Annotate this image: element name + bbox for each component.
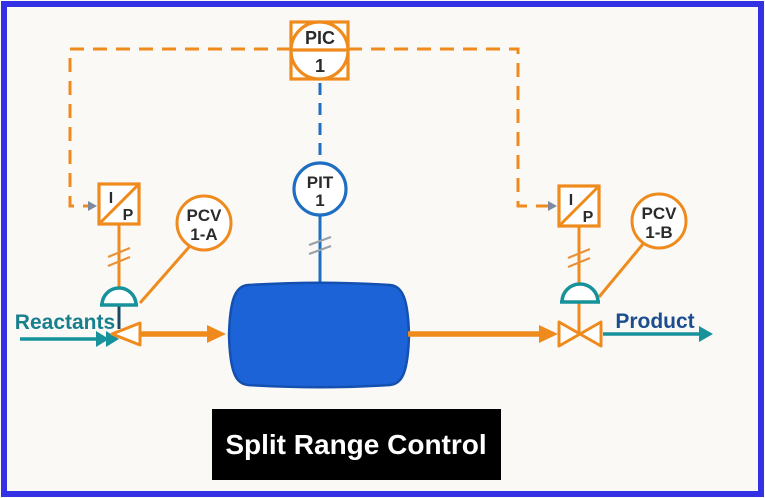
line-break-slash [107, 246, 131, 259]
pic-number-label: 1 [315, 56, 325, 76]
ip-left-letter-p: P [123, 207, 134, 224]
valveB-dome [560, 282, 600, 303]
flow-arrowhead [539, 325, 558, 343]
line-break-slash [308, 235, 332, 247]
arrowhead-into-ip-left [88, 201, 97, 211]
ip-right-letter-p: P [583, 209, 594, 226]
signal-line-pic-to-ip-left [68, 47, 291, 208]
ip-right-diagonal [557, 184, 601, 228]
signal-line-pic-to-ip-right [348, 47, 552, 208]
control-valve-A-body [110, 321, 142, 347]
ip-converter-left: I P [97, 182, 141, 226]
ip-left-letter-i: I [109, 190, 113, 207]
pcv-1a-line2: 1-A [190, 225, 217, 244]
valveA-dome [100, 286, 138, 306]
flow-arrowhead [207, 325, 226, 343]
outlet-arrowhead [699, 326, 713, 342]
valveB-dome-fill [562, 284, 598, 302]
pit-transmitter-symbol: PIT 1 [292, 161, 348, 217]
line-break-slash [308, 244, 332, 256]
pic-tag-label: PIC [305, 28, 335, 48]
pcv-1b-tag: PCV 1-B [630, 192, 688, 250]
inlet-stream-label: Reactants [15, 311, 115, 334]
pcv-1a-line1: PCV [187, 206, 223, 225]
line-break-slash [107, 255, 131, 268]
inlet-chevron-arrow [106, 331, 119, 347]
ip-left-diagonal [97, 182, 141, 226]
outlet-stream-label: Product [615, 310, 694, 333]
line-break-slash [567, 256, 591, 269]
pit-tag-label: PIT [307, 173, 334, 192]
pcv-1b-line1: PCV [642, 204, 678, 223]
leader-line-pcv-1b [597, 243, 645, 298]
diagram-title: Split Range Control [225, 429, 486, 460]
pic-controller-symbol: PIC 1 [289, 20, 350, 81]
pcv-1a-tag: PCV 1-A [175, 194, 233, 252]
pcv-1a-circle [175, 194, 233, 252]
ip-converter-right: I P [557, 184, 601, 228]
control-valve-B-body-right [578, 320, 603, 348]
inlet-chevron-arrow [96, 331, 109, 347]
title-banner-bg [212, 409, 501, 480]
title-banner: Split Range Control [212, 409, 501, 480]
pit-circle [292, 161, 348, 217]
pit-number-label: 1 [315, 191, 324, 210]
leader-line-pcv-1a [138, 245, 192, 304]
control-valve-B-body-left [557, 320, 582, 348]
process-vessel [227, 281, 411, 389]
pcv-1b-circle [630, 192, 688, 250]
line-break-slash [567, 247, 591, 260]
pcv-1b-line2: 1-B [645, 223, 672, 242]
arrowhead-into-ip-right [548, 201, 557, 211]
ip-right-letter-i: I [569, 192, 573, 209]
